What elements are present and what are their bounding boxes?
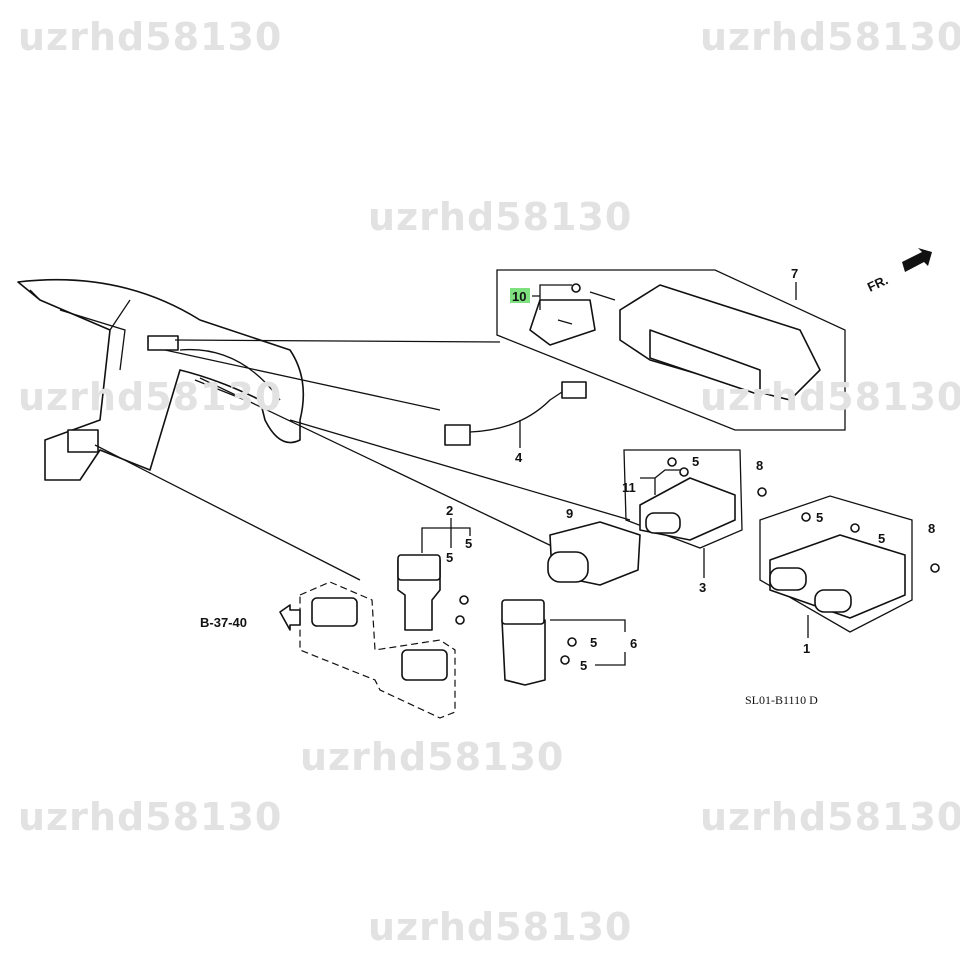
callout-2: 2	[446, 503, 453, 518]
callout-11: 11	[622, 480, 636, 495]
front-arrow-icon	[902, 248, 932, 272]
watermark: uzrhd58130	[368, 905, 632, 949]
callout-9: 9	[566, 506, 573, 521]
callout-3: 3	[699, 580, 706, 595]
watermark: uzrhd58130	[368, 195, 632, 239]
watermarks: uzrhd58130 uzrhd58130 uzrhd58130 uzrhd58…	[18, 15, 960, 949]
callout-5: 5	[692, 454, 699, 469]
callout-5: 5	[446, 550, 453, 565]
reference-label: B-37-40	[200, 615, 247, 630]
callout-7: 7	[791, 266, 798, 281]
callout-6: 6	[630, 636, 637, 651]
watermark: uzrhd58130	[300, 735, 564, 779]
watermark: uzrhd58130	[700, 375, 960, 419]
callout-1: 1	[803, 641, 810, 656]
highlight-marker	[510, 288, 530, 303]
drawing-code: SL01-B1110 D	[745, 693, 818, 707]
callout-5: 5	[580, 658, 587, 673]
callout-8: 8	[928, 521, 935, 536]
callout-8: 8	[756, 458, 763, 473]
callout-5: 5	[878, 531, 885, 546]
watermark: uzrhd58130	[18, 795, 282, 839]
front-indicator: FR.	[865, 272, 890, 294]
watermark: uzrhd58130	[18, 15, 282, 59]
callout-10: 10	[512, 289, 526, 304]
dashboard-panel	[17, 278, 305, 481]
watermark: uzrhd58130	[700, 795, 960, 839]
watermark: uzrhd58130	[18, 375, 282, 419]
callout-4: 4	[515, 450, 523, 465]
callout-5: 5	[465, 536, 472, 551]
callout-5: 5	[590, 635, 597, 650]
callout-5: 5	[816, 510, 823, 525]
watermark: uzrhd58130	[700, 15, 960, 59]
